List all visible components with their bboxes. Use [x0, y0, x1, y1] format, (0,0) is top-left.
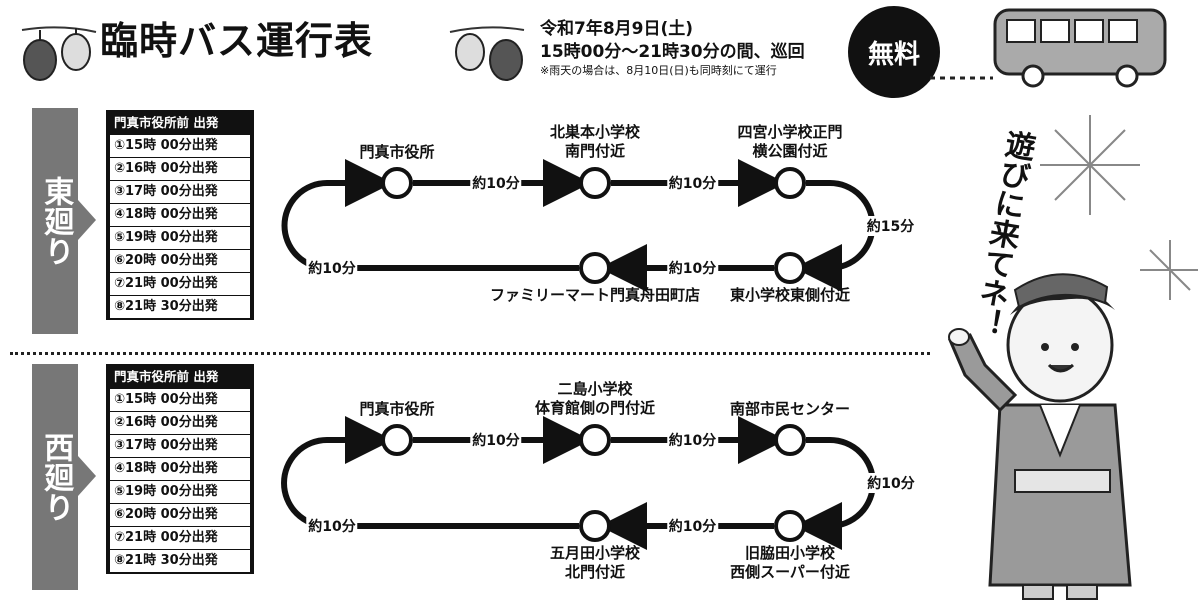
departure-row: ⑧21時 30分出発 — [110, 550, 250, 572]
bus-stop-label: 四宮小学校正門横公園付近 — [737, 123, 843, 160]
bus-stop-marker — [579, 167, 611, 199]
rain-note: ※雨天の場合は、8月10日(日)も同時刻にて運行 — [540, 64, 777, 77]
tab-arrow-icon — [78, 200, 96, 240]
route-tab-label: 東廻り — [38, 176, 74, 266]
free-badge: 無料 — [848, 6, 940, 98]
route-tab-west: 西廻り — [32, 364, 78, 590]
departure-table-header: 門真市役所前 出発 — [114, 115, 219, 130]
lantern-right-icon — [449, 26, 525, 81]
bus-stop-label: ファミリーマート門真舟田町店 — [489, 286, 701, 304]
departure-row: ⑧21時 30分出発 — [110, 296, 250, 318]
travel-time-label: 約10分 — [470, 430, 522, 450]
bus-icon — [930, 8, 1167, 88]
travel-time-label: 約10分 — [865, 473, 917, 493]
departure-row: ②16時 00分出発 — [110, 158, 250, 180]
bus-stop-label: 五月田小学校北門付近 — [549, 544, 641, 581]
departure-row: ④18時 00分出発 — [110, 204, 250, 226]
travel-time-label: 約10分 — [470, 173, 522, 193]
route-labels-west: 門真市役所 二島小学校体育館側の門付近南部市民センター旧脇田小学校西側スーパー付近… — [250, 364, 940, 604]
lantern-left-icon — [21, 26, 97, 81]
route-tab-east: 東廻り — [32, 108, 78, 334]
date-line: 令和7年8月9日(土) — [540, 19, 694, 39]
departure-row: ③17時 00分出発 — [110, 435, 250, 457]
bus-stop-marker — [774, 510, 806, 542]
departure-table-west: 門真市役所前 出発 ①15時 00分出発 ②16時 00分出発 ③17時 00分… — [106, 364, 254, 574]
time-line: 15時00分～21時30分の間、巡回 — [540, 42, 805, 62]
bus-stop-label: 旧脇田小学校西側スーパー付近 — [730, 544, 850, 581]
bus-stop-marker — [579, 252, 611, 284]
tab-arrow-icon — [78, 456, 96, 496]
departure-table-east: 門真市役所前 出発 ①15時 00分出発 ②16時 00分出発 ③17時 00分… — [106, 110, 254, 320]
bus-stop-label: 二島小学校体育館側の門付近 — [534, 380, 656, 417]
bus-stop-label: 南部市民センター — [729, 400, 851, 418]
bus-stop-label: 北巣本小学校南門付近 — [549, 123, 641, 160]
departure-row: ②16時 00分出発 — [110, 412, 250, 434]
bus-stop-marker — [774, 424, 806, 456]
bus-stop-marker — [774, 167, 806, 199]
bus-stop-label: 門真市役所 — [359, 400, 435, 418]
departure-table-header: 門真市役所前 出発 — [114, 369, 219, 384]
yukata-child-illustration — [947, 273, 1132, 600]
departure-row: ⑤19時 00分出発 — [110, 481, 250, 503]
travel-time-label: 約10分 — [666, 430, 719, 450]
travel-time-label: 約10分 — [666, 516, 719, 536]
departure-row: ⑦21時 00分出発 — [110, 527, 250, 549]
departure-row: ①15時 00分出発 — [110, 389, 250, 411]
travel-time-label: 約10分 — [306, 516, 358, 536]
bus-stop-label: 東小学校東側付近 — [729, 286, 851, 304]
bus-stop-marker — [774, 252, 806, 284]
departure-row: ⑦21時 00分出発 — [110, 273, 250, 295]
departure-row: ③17時 00分出発 — [110, 181, 250, 203]
departure-row: ①15時 00分出発 — [110, 135, 250, 157]
bus-stop-marker — [579, 510, 611, 542]
fireworks-icon — [1040, 115, 1198, 300]
bus-stop-label: 門真市役所 — [359, 143, 435, 161]
departure-row: ④18時 00分出発 — [110, 458, 250, 480]
travel-time-label: 約10分 — [666, 173, 719, 193]
bus-stop-marker — [381, 167, 413, 199]
travel-time-label: 約15分 — [864, 215, 917, 236]
route-tab-label: 西廻り — [38, 432, 74, 522]
departure-row: ⑥20時 00分出発 — [110, 504, 250, 526]
page-title: 臨時バス運行表 — [100, 19, 374, 63]
departure-row: ⑥20時 00分出発 — [110, 250, 250, 272]
bus-stop-marker — [579, 424, 611, 456]
travel-time-label: 約10分 — [666, 258, 719, 278]
travel-time-label: 約10分 — [306, 258, 358, 278]
bus-stop-marker — [381, 424, 413, 456]
departure-row: ⑤19時 00分出発 — [110, 227, 250, 249]
section-divider — [10, 352, 930, 355]
route-labels-east: 門真市役所 北巣本小学校南門付近 四宮小学校正門横公園付近東小学校東側付近 ファミリー… — [250, 110, 940, 340]
